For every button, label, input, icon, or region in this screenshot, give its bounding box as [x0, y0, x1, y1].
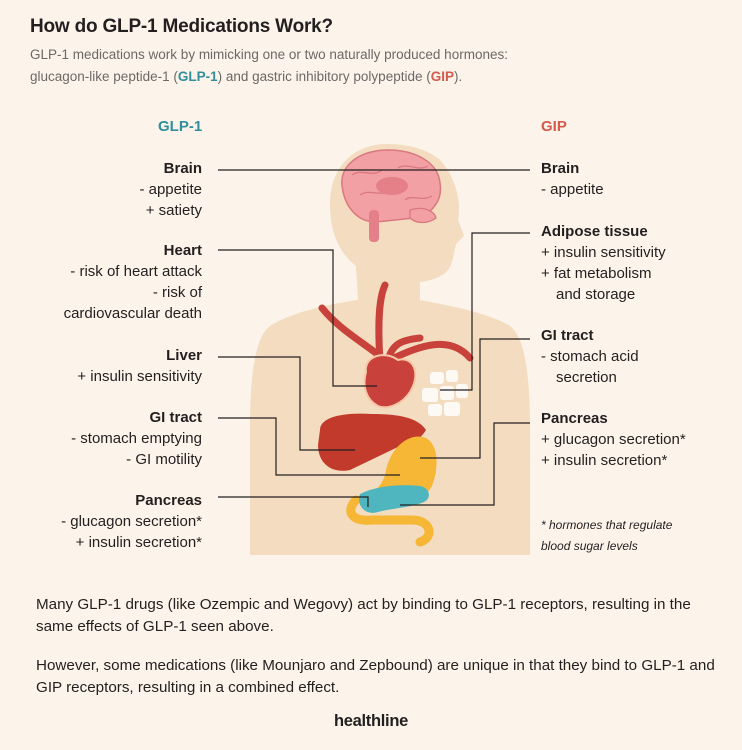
gip-adipose-effect: + fat metabolism	[541, 265, 652, 282]
gip-brain-label: Brain - appetite	[541, 158, 604, 200]
arteries	[318, 281, 474, 366]
gip-pancreas-label: Pancreas + glucagon secretion* + insulin…	[541, 408, 686, 471]
footnote-line1: * hormones that regulate	[541, 518, 673, 532]
glp-brain-effect: + satiety	[145, 202, 202, 219]
subtitle-mid: ) and gastric inhibitory polypeptide (	[217, 69, 431, 84]
glp-liver-effect: + insulin sensitivity	[77, 368, 202, 385]
glp-pancreas-label: Pancreas - glucagon secretion* + insulin…	[61, 490, 202, 553]
gip-adipose-label: Adipose tissue + insulin sensitivity + f…	[541, 221, 666, 305]
liver-organ	[318, 413, 426, 471]
glp-heart-effect: - risk of heart attack	[70, 263, 202, 280]
gip-adipose-effect: + insulin sensitivity	[541, 244, 666, 261]
explanation-paragraph-1: Many GLP-1 drugs (like Ozempic and Wegov…	[36, 596, 691, 635]
explanation-paragraph-2: However, some medications (like Mounjaro…	[36, 657, 715, 696]
footnote-line2: blood sugar levels	[541, 539, 638, 553]
glp-pancreas-effect: + insulin secretion*	[75, 534, 202, 551]
glp-gi-effect: - stomach emptying	[71, 430, 202, 447]
glp-column-title: GLP-1	[158, 118, 203, 135]
glp-heart-heading: Heart	[163, 242, 202, 259]
glp-gi-heading: GI tract	[149, 409, 202, 426]
gip-pancreas-effect: + glucagon secretion*	[541, 431, 686, 448]
gip-pancreas-heading: Pancreas	[541, 410, 608, 427]
glp-heart-effect: - risk of	[152, 284, 202, 301]
gip-gi-heading: GI tract	[541, 327, 594, 344]
glp-gi-effect: - GI motility	[126, 451, 202, 468]
gip-brain-heading: Brain	[541, 160, 580, 177]
glp-heart-label: Heart - risk of heart attack - risk of c…	[64, 240, 202, 324]
gip-brain-effect: - appetite	[541, 181, 604, 198]
gip-adipose-heading: Adipose tissue	[541, 223, 648, 240]
subtitle-post: ).	[454, 69, 463, 84]
glp-liver-label: Liver + insulin sensitivity	[77, 345, 202, 387]
glp-brain-effect: - appetite	[139, 181, 202, 198]
glp-pancreas-effect: - glucagon secretion*	[61, 513, 202, 530]
subtitle-line1: GLP-1 medications work by mimicking one …	[30, 47, 508, 62]
glp-liver-heading: Liver	[166, 347, 202, 364]
heart-organ	[363, 354, 417, 409]
brain-organ	[341, 149, 442, 242]
glp-heart-effect: cardiovascular death	[63, 305, 202, 322]
gip-adipose-effect: and storage	[556, 286, 636, 303]
glp-brain-label: Brain - appetite + satiety	[139, 158, 202, 221]
subtitle-pre: glucagon-like peptide-1 (	[30, 69, 178, 84]
gip-gi-effect: - stomach acid	[541, 348, 639, 365]
healthline-logo: healthline	[333, 712, 408, 730]
glp-gi-label: GI tract - stomach emptying - GI motilit…	[71, 407, 202, 470]
glp-brain-heading: Brain	[163, 160, 202, 177]
pancreas-organ	[359, 485, 429, 513]
gip-pancreas-effect: + insulin secretion*	[541, 452, 668, 469]
page-subtitle: GLP-1 medications work by mimicking one …	[30, 44, 720, 88]
subtitle-glp-term: GLP-1	[177, 69, 218, 84]
page-title: How do GLP-1 Medications Work?	[30, 16, 333, 37]
gip-gi-effect: secretion	[556, 369, 617, 386]
gip-gi-label: GI tract - stomach acid secretion	[541, 325, 639, 388]
leader-lines	[218, 169, 530, 507]
intestine	[346, 495, 434, 547]
gip-column-title: GIP	[541, 118, 567, 135]
subtitle-gip-term: GIP	[430, 69, 454, 84]
glp-pancreas-heading: Pancreas	[135, 492, 202, 509]
footnote: * hormones that regulate blood sugar lev…	[541, 515, 672, 557]
